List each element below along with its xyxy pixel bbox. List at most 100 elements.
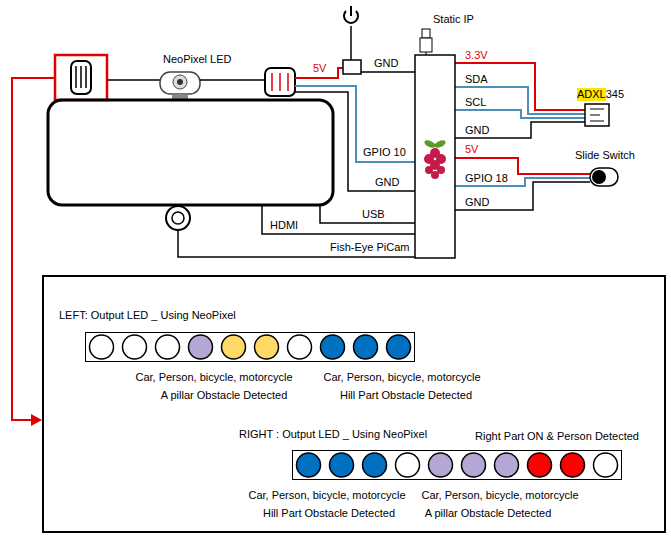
- led-core: [177, 79, 183, 85]
- pin-label: 5V: [465, 143, 478, 156]
- highlight-box: [55, 55, 107, 100]
- led-caption: Car, Person, bicycle, motorcycle: [323, 371, 480, 384]
- ground-wire: [295, 92, 415, 191]
- chip-traces: [590, 109, 604, 121]
- led-caption: Car, Person, bicycle, motorcycle: [248, 489, 405, 502]
- led-circle: [387, 335, 411, 359]
- led-circle: [429, 453, 453, 477]
- pin-label: GND: [375, 176, 399, 189]
- led-caption: Hill Part Obstacle Detected: [340, 389, 472, 402]
- led-circle: [495, 453, 519, 477]
- led-circle: [462, 453, 486, 477]
- switch-body: [590, 168, 618, 186]
- pin-label: GPIO 18: [465, 172, 508, 185]
- led-lens: [173, 75, 187, 89]
- led-base: [172, 94, 188, 99]
- neopixel-icon: [160, 72, 200, 99]
- connector-body: [265, 68, 295, 96]
- ethernet-icon: [420, 29, 432, 55]
- led-row: [85, 332, 415, 362]
- connector-pins: [272, 73, 288, 91]
- led-circle: [255, 335, 279, 359]
- led-circle: [297, 453, 321, 477]
- component-label: NeoPixel LED: [163, 53, 231, 66]
- pin-label: GPIO 10: [363, 146, 406, 159]
- camera-body: [166, 206, 190, 230]
- ground-wire: [361, 71, 415, 73]
- monitor: [48, 100, 333, 205]
- led-circle: [363, 453, 387, 477]
- led-caption: Hill Part Obstacle Detected: [263, 507, 395, 520]
- component-label: Slide Switch: [575, 149, 635, 162]
- led-circle: [561, 453, 585, 477]
- led-circle: [189, 335, 213, 359]
- network-label: Static IP: [433, 13, 474, 26]
- raspberry-pi-board: [415, 55, 455, 258]
- led-circle: [222, 335, 246, 359]
- logo-leaf: [423, 139, 436, 150]
- pin-label: 3.3V: [465, 49, 488, 62]
- led-circle: [123, 335, 147, 359]
- logo-berry: [431, 171, 439, 179]
- led-caption: Car, Person, bicycle, motorcycle: [135, 371, 292, 384]
- led-housing: [160, 72, 200, 94]
- led-circle: [594, 453, 618, 477]
- led-caption: Car, Person, bicycle, motorcycle: [421, 489, 578, 502]
- led-circle: [90, 335, 114, 359]
- led-connector: [71, 61, 91, 94]
- led-caption: A pillar Obstacle Detected: [161, 389, 288, 402]
- ethernet-plug: [422, 29, 430, 38]
- connector-pins: [76, 66, 86, 88]
- led-caption: Right Part ON & Person Detected: [475, 430, 639, 443]
- component-label: ADXL345: [577, 88, 624, 101]
- pin-label: SDA: [465, 73, 488, 86]
- power-button: [343, 6, 361, 74]
- pin-label: 5V: [313, 62, 326, 75]
- wire: [200, 79, 265, 81]
- hdmi-cable: [262, 205, 415, 234]
- pin-label: GND: [374, 57, 398, 70]
- ground-wire: [455, 182, 590, 210]
- ethernet-body: [420, 38, 432, 52]
- led-strip: Right Part ON & Person DetectedCar, Pers…: [292, 450, 622, 480]
- pin-label: SCL: [465, 96, 486, 109]
- camera-cable: [178, 230, 415, 257]
- data-wire: [295, 86, 415, 162]
- power-wire: [455, 158, 590, 174]
- connector-body: [71, 61, 91, 94]
- chip-body: [585, 104, 609, 126]
- output-panel: LEFT: Output LED _ Using NeoPixelRIGHT :…: [42, 275, 666, 533]
- panel-heading: LEFT: Output LED _ Using NeoPixel: [59, 309, 236, 322]
- led-circle: [330, 453, 354, 477]
- arrow-head: [31, 414, 42, 426]
- led-caption: A pillar Obstacle Detected: [425, 507, 552, 520]
- fisheye-camera: [166, 206, 190, 230]
- scl-wire: [455, 110, 585, 118]
- led-circle: [396, 453, 420, 477]
- led-circle: [156, 335, 180, 359]
- led-connector: [265, 68, 295, 96]
- led-row: [292, 450, 622, 480]
- led-circle: [528, 453, 552, 477]
- raspberry-logo: [423, 139, 446, 179]
- led-circle: [321, 335, 345, 359]
- led-circle: [288, 335, 312, 359]
- slide-switch-icon: [590, 168, 618, 186]
- port-label: USB: [362, 208, 385, 221]
- component-label: Fish-Eye PiCam: [330, 241, 409, 254]
- camera-lens: [172, 212, 184, 224]
- port-label: HDMI: [270, 219, 298, 232]
- ground-wire: [455, 122, 585, 138]
- power-symbol: [350, 6, 352, 16]
- wire: [107, 79, 160, 81]
- switch-knob: [592, 170, 606, 184]
- accelerometer-chip: [585, 104, 609, 126]
- wire: [350, 26, 352, 60]
- pin-label: GND: [465, 124, 489, 137]
- led-strip: Car, Person, bicycle, motorcycleA pillar…: [85, 332, 415, 362]
- pin-label: GND: [465, 196, 489, 209]
- power-box: [343, 60, 361, 74]
- panel-heading: RIGHT : Output LED _ Using NeoPixel: [239, 428, 427, 441]
- led-circle: [354, 335, 378, 359]
- logo-leaf: [433, 139, 446, 150]
